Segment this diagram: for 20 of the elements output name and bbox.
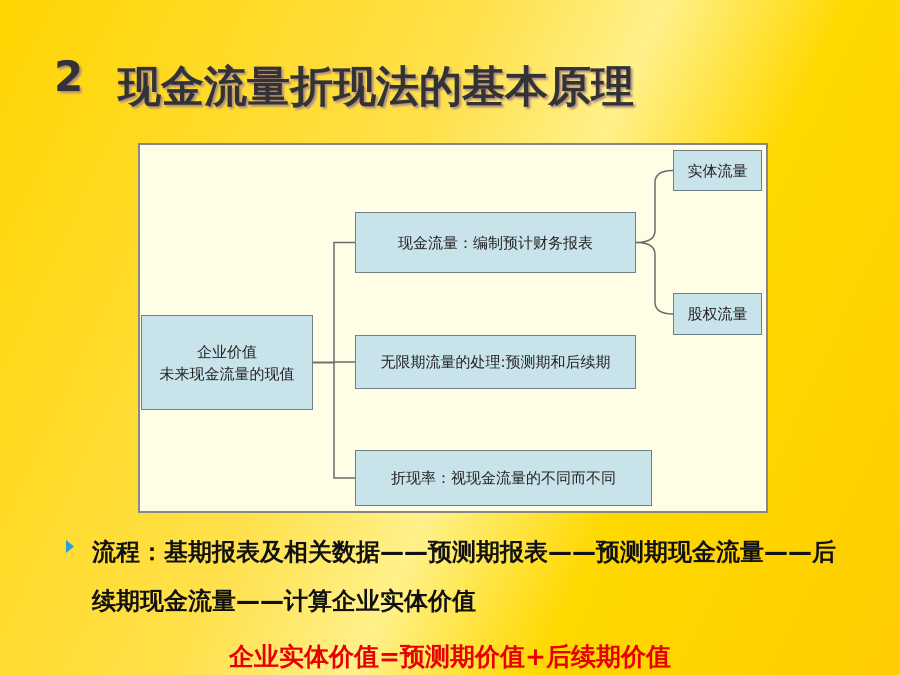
connector-line xyxy=(313,362,355,479)
node-text: 现金流量：编制预计财务报表 xyxy=(398,232,593,254)
text-box xyxy=(355,212,636,273)
node-text: 无限期流量的处理:预测期和后续期 xyxy=(380,352,611,373)
slide-title: 现金流量折现法的基本原理 xyxy=(118,61,634,114)
formula-text: 企业实体价值=预测期价值+后续期价值 xyxy=(228,641,672,673)
connector-line xyxy=(636,170,674,244)
text-box xyxy=(141,315,313,410)
text-box xyxy=(355,450,652,506)
node-text: 实体流量 xyxy=(688,160,748,182)
node-text: 未来现金流量的现值 xyxy=(160,364,294,384)
section-number: 2 xyxy=(54,52,84,101)
node-text: 折现率：视现金流量的不同而不同 xyxy=(391,468,616,489)
text-box xyxy=(673,150,762,191)
process-description: 流程：基期报表及相关数据——预测期报表——预测期现金流量——后续期现金流量——计算企业实体价值 xyxy=(92,537,837,617)
node-text: 股权流量 xyxy=(688,304,748,325)
connector-line xyxy=(636,242,674,315)
text-box xyxy=(355,335,636,389)
text-box xyxy=(673,293,762,335)
node-text: 企业价值 xyxy=(197,342,257,362)
